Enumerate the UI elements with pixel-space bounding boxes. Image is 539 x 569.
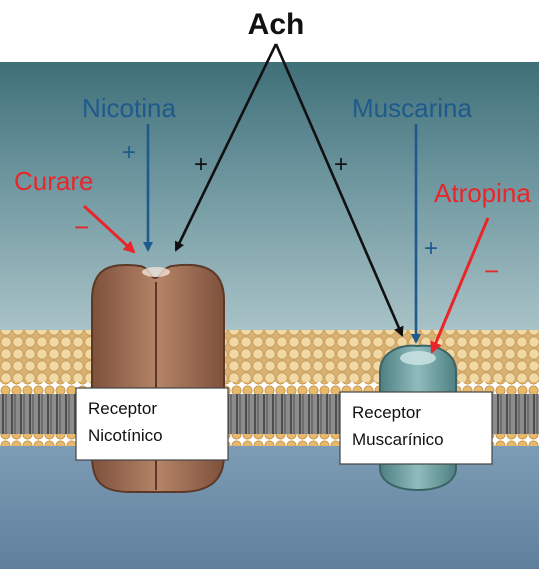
nicotine-plus-sign: + <box>122 139 136 166</box>
atropine-minus-sign: − <box>484 256 499 286</box>
ach-nicotinic-plus-sign: + <box>194 151 208 178</box>
nicotinic-label-line2: Nicotínico <box>88 426 163 445</box>
curare-arrow <box>82 204 136 254</box>
nicotine-label: Nicotina <box>82 93 176 123</box>
ach-muscarinic-plus-sign: + <box>334 151 348 178</box>
muscarine-label: Muscarina <box>352 93 472 123</box>
muscarinic-label-box <box>339 391 493 465</box>
membrane-outer-leaflet <box>0 330 539 382</box>
nicotinic-label-line1: Receptor <box>88 399 157 418</box>
nicotinic-label-box <box>75 387 229 461</box>
muscarine-plus-sign: + <box>424 235 438 262</box>
ach-arrow-muscarinic <box>274 43 404 337</box>
curare-minus-sign: − <box>74 212 89 242</box>
atropine-label: Atropina <box>434 178 531 208</box>
muscarinic-label-line1: Receptor <box>352 403 421 422</box>
muscarinic-label-line2: Muscarínico <box>352 430 444 449</box>
curare-label: Curare <box>14 166 93 196</box>
ach-title: Ach <box>248 8 305 41</box>
atropine-arrow <box>430 217 490 354</box>
ach-arrow-nicotinic <box>174 43 278 252</box>
extracellular-space <box>0 62 539 332</box>
